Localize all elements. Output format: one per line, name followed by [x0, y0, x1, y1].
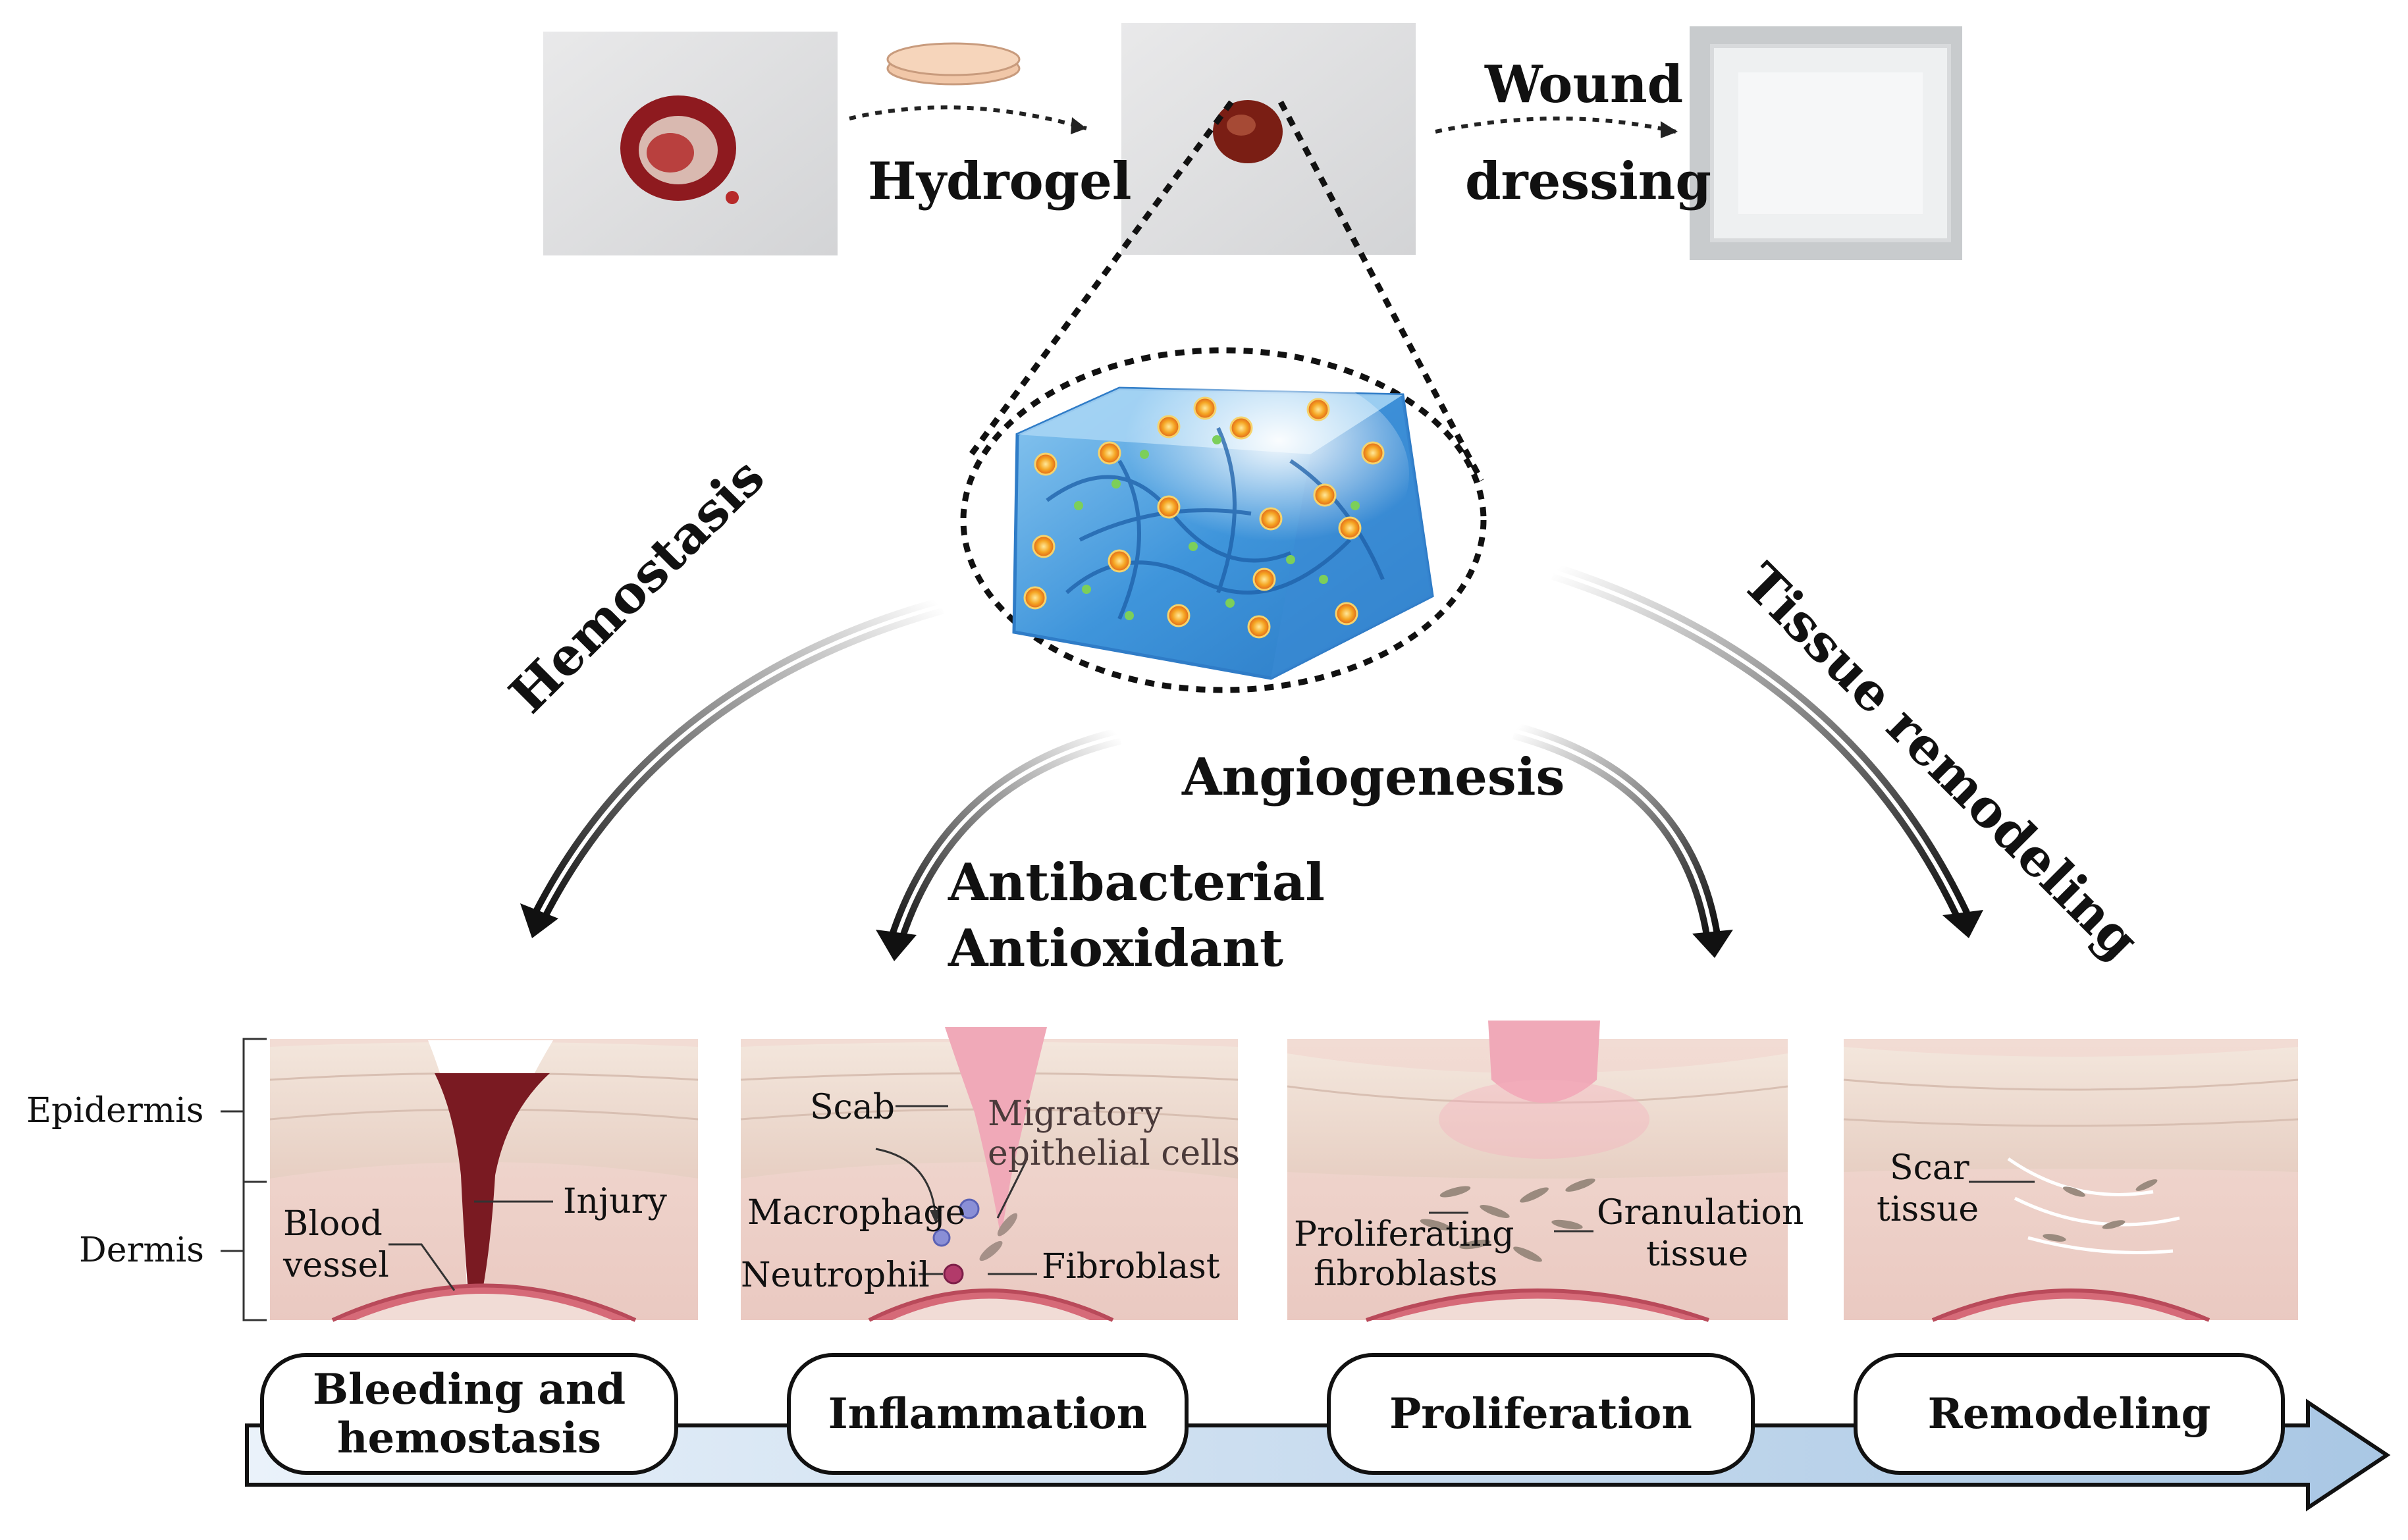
arrow-angiogenesis [1512, 722, 1733, 958]
zoom-line-left [969, 100, 1234, 456]
dotted-arrow-1 [849, 105, 1087, 130]
stage-remodeling-label: Remodeling [1927, 1389, 2211, 1439]
scar-label-1: Scar [1890, 1148, 1969, 1188]
stage-proliferation-label: Proliferation [1389, 1389, 1692, 1439]
dermis-label: Dermis [79, 1231, 204, 1270]
photo-hydrogel-applied [1121, 23, 1416, 255]
layer-bracket [221, 1038, 267, 1321]
stage-bleeding-hemostasis: Bleeding and hemostasis [260, 1353, 678, 1475]
stage-remodeling: Remodeling [1854, 1353, 2285, 1475]
arrow-antibacterial [876, 728, 1122, 961]
granulation-label-2: tissue [1646, 1235, 1749, 1274]
stage-inflammation-label: Inflammation [828, 1389, 1148, 1439]
stage-bleeding-line2: hemostasis [336, 1413, 602, 1463]
hydrogel-disc-icon [886, 42, 1021, 86]
scar-label-2: tissue [1877, 1190, 1979, 1229]
epidermis-label: Epidermis [26, 1091, 204, 1130]
fibroblast-label: Fibroblast [1042, 1247, 1220, 1287]
antibacterial-label: Antibacterial [948, 853, 1325, 913]
arrow-hemostasis [520, 597, 944, 938]
hydrogel-arrow-label: Hydrogel [868, 151, 1132, 211]
panel-inflammation [740, 1027, 1239, 1322]
panel-bleeding [269, 1039, 699, 1322]
panel-remodeling [1843, 1039, 2299, 1322]
timeline-arrow [245, 1398, 2391, 1512]
angiogenesis-label: Angiogenesis [1182, 747, 1565, 807]
hydrogel-cube-icon [1012, 362, 1434, 680]
scab-label: Scab [810, 1088, 896, 1127]
migratory-label-2: epithelial cells [988, 1134, 1241, 1173]
blood-vessel-label-1: Blood [283, 1204, 383, 1244]
proliferating-label-2: fibroblasts [1314, 1254, 1498, 1294]
proliferating-label-1: Proliferating [1294, 1215, 1514, 1254]
macrophage-label: Macrophage [747, 1193, 966, 1233]
blood-vessel-label-2: vessel [283, 1246, 389, 1285]
dressing-label: dressing [1465, 151, 1711, 211]
injury-label: Injury [563, 1182, 667, 1221]
neutrophil-label: Neutrophil [741, 1256, 930, 1295]
stage-proliferation: Proliferation [1327, 1353, 1755, 1475]
antioxidant-label: Antioxidant [948, 918, 1283, 978]
photo-dressing [1690, 26, 1962, 260]
stage-bleeding-line1: Bleeding and [312, 1364, 626, 1414]
arrow-tissue-remodeling [1551, 563, 1983, 938]
wound-label: Wound [1485, 55, 1684, 115]
granulation-label-1: Granulation [1597, 1193, 1804, 1233]
stage-inflammation: Inflammation [787, 1353, 1189, 1475]
dotted-arrow-2 [1435, 117, 1676, 134]
zoom-ellipse [960, 347, 1487, 693]
zoom-line-right [1278, 100, 1484, 483]
migratory-label-1: Migratory [988, 1094, 1163, 1134]
panel-proliferation [1287, 1021, 1788, 1322]
photo-wound [543, 32, 838, 255]
